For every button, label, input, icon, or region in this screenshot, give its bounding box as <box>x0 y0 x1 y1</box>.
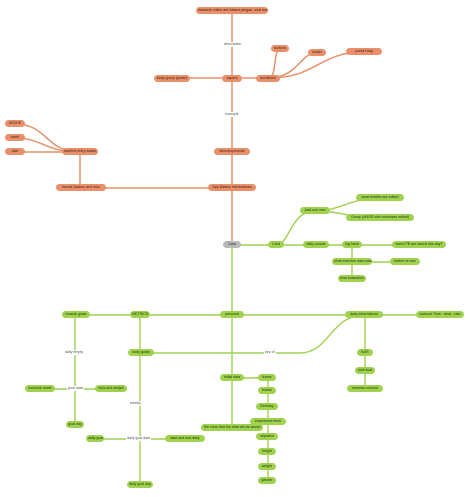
node-user-edit[interactable]: some PB are saved this day? <box>392 241 446 248</box>
node-init-data[interactable]: Initial data <box>220 374 244 381</box>
node-daily-entry[interactable]: daily counts <box>303 241 329 248</box>
node-add-ons[interactable]: Add-ons new <box>300 207 330 214</box>
label-of: key of <box>264 350 276 355</box>
node-group-list[interactable]: Group (ANOD with exercises edited) <box>346 214 414 221</box>
node-next-step[interactable]: what exercise was made <box>332 258 372 265</box>
node-bar[interactable]: BAR <box>357 349 373 356</box>
label-day-of: daily goal data <box>126 436 152 441</box>
node-total-kcal[interactable]: total kcal <box>355 367 375 374</box>
node-arcade[interactable]: ARCHE <box>5 120 25 127</box>
node-goal-day[interactable]: goal day <box>66 421 84 428</box>
node-metrics[interactable]: METRICS <box>130 311 150 318</box>
node-dimcomp[interactable]: dimcomponents <box>214 148 250 155</box>
node-daily-goal-final[interactable]: daily goal day <box>127 481 153 488</box>
label-example: example <box>224 112 240 117</box>
node-frame[interactable]: frame <box>258 374 276 381</box>
node-daily-goal-box[interactable]: daily goal <box>86 435 104 442</box>
node-objective[interactable]: objective <box>256 433 278 440</box>
node-reps-weight[interactable]: reps and weight <box>95 385 127 392</box>
node-height[interactable]: height <box>258 448 276 455</box>
node-we-clear[interactable]: We clear that the data will be saved <box>201 424 263 431</box>
node-app-info[interactable]: App Batanz informations <box>208 184 256 191</box>
node-entity-loader[interactable]: bad/Kel-entry-loader <box>62 148 98 155</box>
edge-dailyinfo-bodygoals <box>140 314 366 354</box>
label-each-new: daily empty <box>64 350 85 355</box>
node-bother[interactable]: bother of cow <box>390 258 420 265</box>
node-muscle-goals[interactable]: muscle goals <box>62 311 90 318</box>
node-data[interactable]: Data <box>223 241 241 248</box>
node-make-entries[interactable]: what entities are edited <box>356 194 404 201</box>
node-batch[interactable]: batch <box>5 134 25 141</box>
node-aspect[interactable]: aspers <box>222 75 242 82</box>
node-exercise-records[interactable]: exercise records <box>347 385 383 392</box>
node-experience[interactable]: experience level <box>250 418 286 425</box>
node-final-eval[interactable]: final evaluation <box>338 275 366 282</box>
node-workout-types[interactable]: workout Time - beat - rate <box>416 311 464 318</box>
node-bday[interactable]: Birthday <box>256 403 278 410</box>
node-loader[interactable]: loader <box>308 49 326 56</box>
node-donations[interactable]: donations <box>256 75 280 82</box>
label-weekly: weekly <box>129 401 142 406</box>
node-daily-info[interactable]: daily informations <box>345 311 383 318</box>
edge-crud-addons <box>275 210 316 246</box>
node-daily-item[interactable]: date <box>5 148 25 155</box>
node-weight[interactable]: weight <box>258 463 276 470</box>
node-fname[interactable]: fname <box>258 387 276 394</box>
node-top[interactable]: datasets online are batanz.ptngan. ortal… <box>196 7 268 14</box>
label-goal-data: goal data <box>67 386 84 391</box>
node-start-end[interactable]: start and end daily <box>165 435 205 442</box>
node-log-track[interactable]: log track <box>342 241 362 248</box>
label-description: description <box>223 42 243 47</box>
node-body-goals[interactable]: body goals <box>128 349 154 356</box>
node-pocket[interactable]: pocket bag <box>346 48 382 55</box>
node-body-group[interactable]: body group (poate) <box>154 75 190 82</box>
node-exercise-name[interactable]: exercise name <box>25 385 55 392</box>
node-personal[interactable]: personal <box>220 311 244 318</box>
node-formal-loaders[interactable]: formal loaders and mes <box>56 184 106 191</box>
edge-donations-buttons <box>267 48 282 79</box>
node-gender[interactable]: gender <box>258 477 276 484</box>
node-buttons[interactable]: buttons <box>271 45 289 52</box>
node-crud[interactable]: Crud <box>268 241 284 248</box>
